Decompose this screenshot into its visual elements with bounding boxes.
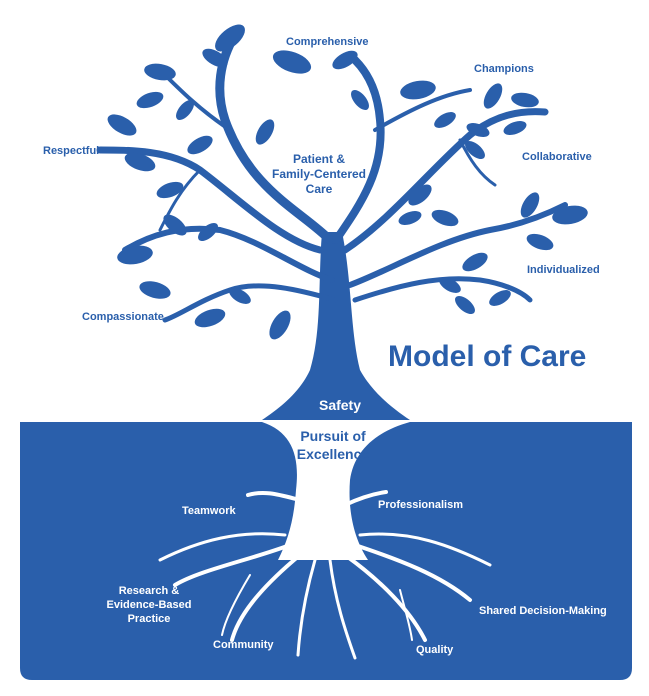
root-research-line-1: Research &: [118, 585, 180, 597]
root-research-line-3: Practice: [127, 613, 171, 625]
leaves: [107, 24, 588, 340]
branch-label-compassionate: Compassionate: [82, 311, 164, 323]
trunk-base-label: Safety: [318, 397, 362, 413]
branch-label-individualized: Individualized: [527, 264, 600, 276]
diagram-title: Model of Care: [388, 340, 587, 373]
root-base-label: Pursuit of Excellence: [283, 427, 383, 463]
root-label-professionalism: Professionalism: [378, 499, 463, 511]
trunk-top-label: Patient & Family-Centered Care: [264, 152, 374, 197]
trunk: [262, 232, 410, 420]
branch-label-champions: Champions: [474, 63, 534, 75]
root-research-line-2: Evidence-Based: [106, 599, 192, 611]
root-label-teamwork: Teamwork: [182, 505, 236, 517]
root-base-line-1: Pursuit of: [300, 428, 366, 444]
branches: [96, 30, 568, 323]
branch-label-collaborative: Collaborative: [522, 151, 592, 163]
root-label-research: Research & Evidence-Based Practice: [94, 584, 204, 626]
roots: [158, 490, 492, 660]
root-label-community: Community: [213, 639, 274, 651]
branch-label-respectful: Respectful: [43, 145, 100, 157]
trunk-top-line-2: Family-Centered: [271, 167, 367, 181]
root-label-shared: Shared Decision-Making: [479, 605, 607, 617]
trunk-top-line-3: Care: [305, 182, 333, 196]
branch-label-comprehensive: Comprehensive: [286, 36, 369, 48]
root-base-line-2: Excellence: [296, 446, 370, 462]
trunk-top-line-1: Patient &: [292, 152, 345, 166]
trunk-roots: [262, 422, 410, 560]
root-label-quality: Quality: [416, 644, 454, 656]
